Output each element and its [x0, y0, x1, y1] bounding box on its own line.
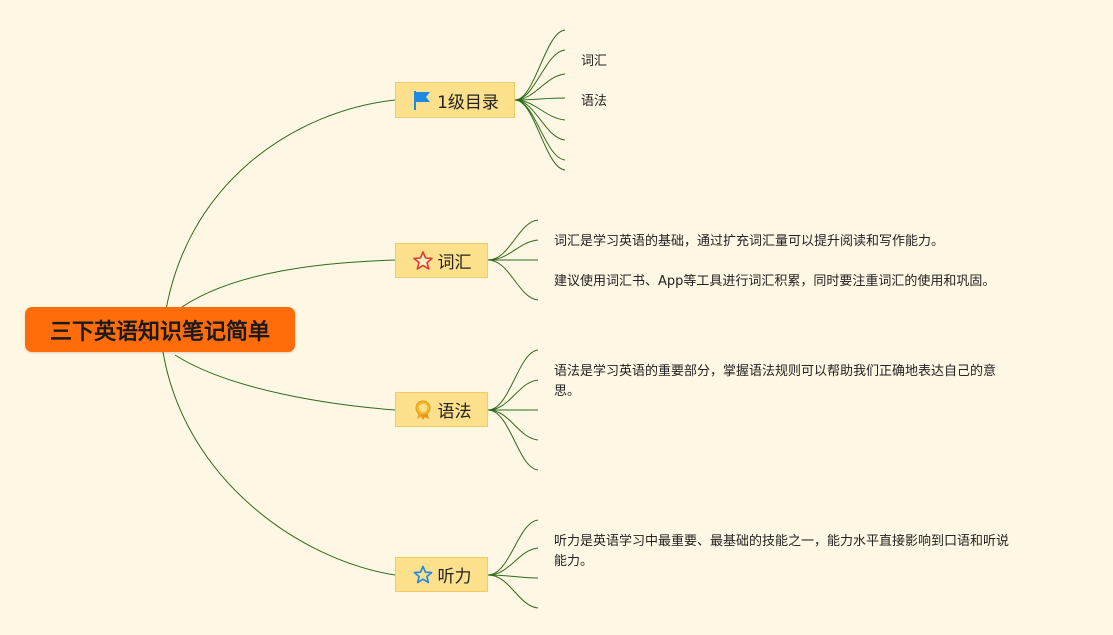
listening-note-line-2: 能力。 [554, 554, 594, 569]
medal-icon [412, 399, 434, 421]
star-outline-icon [412, 564, 434, 586]
listening-note-line-1: 听力是英语学习中最重要、最基础的技能之一，能力水平直接影响到口语和听说 [554, 534, 1010, 549]
flag-icon [411, 89, 433, 111]
link-root-topic3 [174, 354, 396, 411]
grammar-note-line-2: 思。 [554, 384, 581, 399]
star-icon [412, 250, 434, 272]
grammar-note-line-1: 语法是学习英语的重要部分，掌握语法规则可以帮助我们正确地表达自己的意 [554, 364, 997, 379]
vocabulary-note-2: 建议使用词汇书、App等工具进行词汇积累，同时要注重词汇的使用和巩固。 [554, 274, 996, 289]
vocabulary-note-1: 词汇是学习英语的基础，通过扩充词汇量可以提升阅读和写作能力。 [554, 234, 945, 249]
central-topic[interactable]: 三下英语知识笔记简单 [25, 307, 295, 352]
topic-4-label: 听力 [437, 567, 472, 587]
topic-1-directory[interactable]: 1级目录 [395, 82, 515, 118]
topic-4-listening[interactable]: 听力 [395, 557, 488, 592]
subtopic-grammar[interactable]: 语法 [581, 94, 608, 109]
topic-2-label: 词汇 [437, 253, 472, 273]
link-root-topic2 [174, 259, 396, 313]
central-topic-title: 三下英语知识笔记简单 [49, 319, 270, 345]
topic-3-label: 语法 [437, 402, 472, 422]
topic-2-vocabulary[interactable]: 词汇 [395, 243, 488, 278]
topic-3-grammar[interactable]: 语法 [395, 392, 488, 427]
subtopic-vocabulary[interactable]: 词汇 [581, 54, 608, 69]
link-root-topic1 [162, 99, 396, 331]
topic-1-label: 1级目录 [437, 92, 499, 113]
link-root-topic4 [162, 351, 396, 576]
